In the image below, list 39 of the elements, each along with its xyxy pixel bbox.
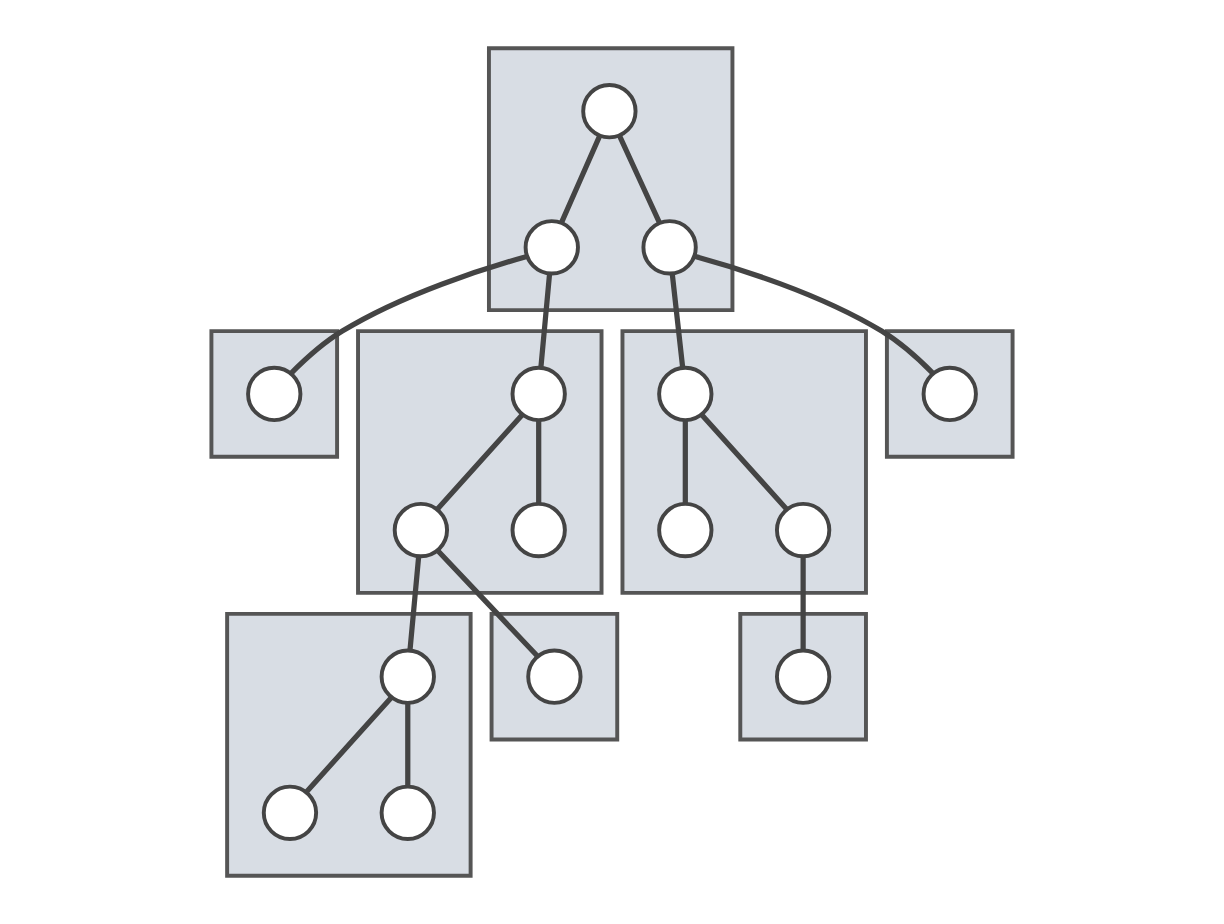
node-circle: [261, 784, 319, 841]
connector: [304, 695, 394, 794]
connector: [559, 135, 602, 224]
node-circle: [921, 365, 978, 423]
cluster: [489, 611, 620, 742]
node-circle: [523, 219, 580, 276]
cluster: [225, 611, 473, 878]
connector: [407, 557, 422, 650]
cluster: [487, 46, 735, 313]
connector: [435, 413, 525, 512]
node-circle: [392, 501, 449, 559]
cluster: [620, 329, 868, 595]
node-circle: [379, 784, 436, 841]
node-circle: [510, 365, 567, 423]
connector: [699, 413, 789, 512]
connector: [693, 253, 936, 376]
node-circle: [775, 648, 832, 705]
cluster: [884, 329, 1015, 459]
node-circle: [581, 83, 638, 140]
cluster: [209, 329, 340, 459]
cluster: [356, 329, 604, 595]
connector: [669, 274, 686, 368]
connector: [536, 420, 542, 504]
node-circle: [775, 501, 832, 559]
node-circle: [526, 648, 583, 705]
node-circle: [657, 501, 714, 559]
connector: [538, 274, 553, 368]
node-circle: [641, 219, 698, 276]
node-circle: [657, 365, 714, 423]
node-circle: [510, 501, 567, 559]
connector: [436, 549, 540, 658]
connector: [682, 420, 688, 504]
connector: [616, 134, 662, 224]
connector: [800, 557, 806, 650]
node-circle: [246, 365, 303, 423]
cluster: [738, 611, 868, 742]
node-circle: [379, 648, 436, 705]
connector: [288, 254, 527, 376]
connector: [405, 703, 411, 787]
